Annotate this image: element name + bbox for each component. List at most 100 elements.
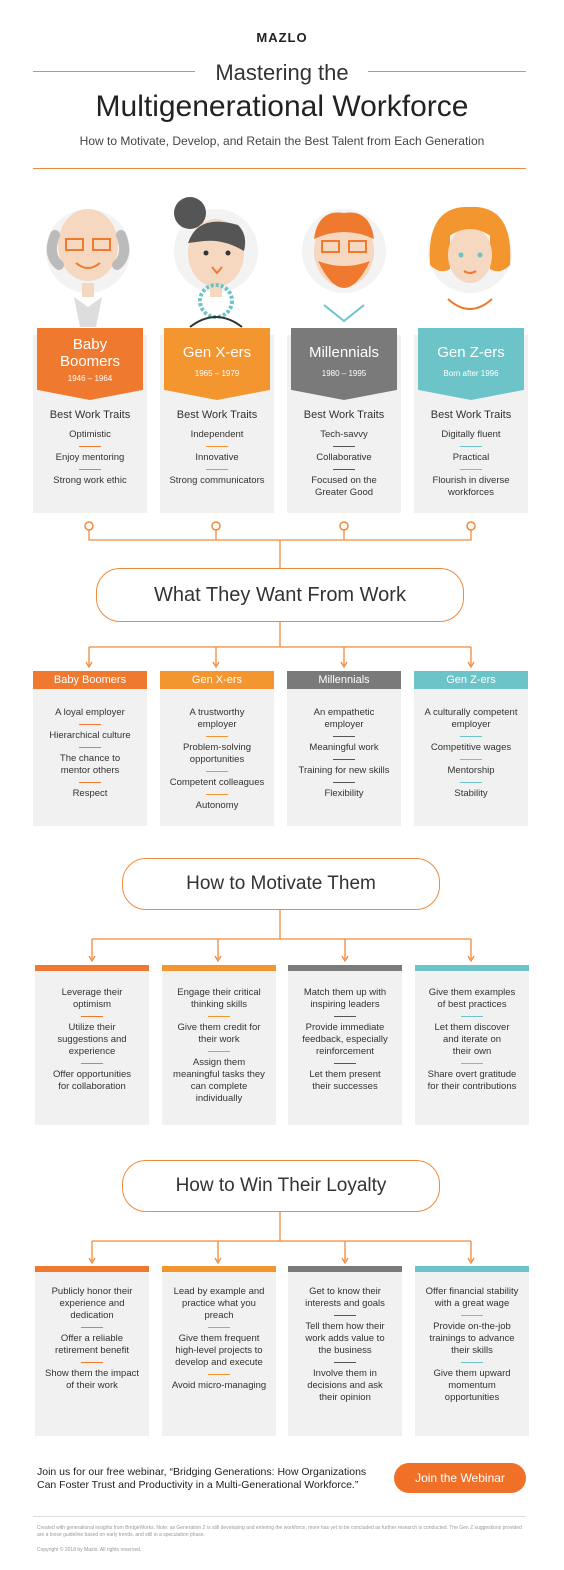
generation-name: Gen Z-ers (437, 344, 505, 361)
trait-item: Collaborative (316, 452, 372, 463)
divider (333, 736, 355, 737)
trait-item: Flourish in diverse workforces (432, 475, 510, 498)
divider (460, 736, 482, 737)
divider (333, 759, 355, 760)
divider (208, 1374, 230, 1375)
generation-banner-millennials: Millennials 1980 – 1995 (291, 328, 397, 400)
divider (206, 736, 228, 737)
divider (206, 446, 228, 447)
list-item: Let them discover and iterate on their o… (434, 1022, 510, 1057)
loyalty-card-genz: Offer financial stability with a great w… (415, 1266, 529, 1436)
color-bar (288, 965, 402, 971)
divider (81, 1362, 103, 1363)
trait-item: Enjoy mentoring (55, 452, 125, 463)
list-item: Offer opportunities for collaboration (53, 1069, 131, 1092)
loyalty-card-genx: Lead by example and practice what you pr… (162, 1266, 276, 1436)
divider (460, 759, 482, 760)
list-item: Publicly honor their experience and dedi… (51, 1286, 133, 1321)
list-item: Mentorship (447, 765, 495, 776)
trait-item: Strong work ethic (53, 475, 127, 486)
list-item: Competent colleagues (169, 777, 265, 788)
generation-name: Gen X-ers (182, 344, 252, 361)
list-item: Training for new skills (298, 765, 390, 776)
list-item: Give them examples of best practices (428, 987, 516, 1010)
want-card-boomers: Baby Boomers A loyal employer Hierarchic… (33, 671, 147, 826)
color-bar (415, 965, 529, 971)
generation-characters (46, 197, 512, 328)
list-item: Share overt gratitude for their contribu… (427, 1069, 517, 1092)
color-bar (162, 1266, 276, 1272)
list-item: Meaningful work (309, 742, 379, 753)
list-item: Let them present their successes (309, 1069, 381, 1092)
motivate-card-genx: Engage their critical thinking skills Gi… (162, 965, 276, 1125)
boomer-avatar-illustration (46, 209, 130, 327)
fine-print: Created with generational insights from … (37, 1525, 522, 1538)
join-webinar-button[interactable]: Join the Webinar (394, 1463, 526, 1493)
generation-banner-boomers: Baby Boomers 1946 – 1964 (37, 328, 143, 400)
want-card-genz: Gen Z-ers A culturally competent employe… (414, 671, 528, 826)
traits-title: Best Work Traits (176, 409, 258, 421)
list-item: Assign them meaningful tasks they can co… (173, 1057, 265, 1104)
color-bar (415, 1266, 529, 1272)
list-item: Engage their critical thinking skills (177, 987, 261, 1010)
list-item: Stability (454, 788, 488, 799)
want-card-label: Baby Boomers (33, 671, 147, 689)
list-item: Offer a reliable retirement benefit (55, 1333, 129, 1356)
divider (33, 1516, 526, 1517)
divider (208, 1051, 230, 1052)
connector-lines (88, 909, 475, 963)
list-item: A trustworthy employer (189, 707, 245, 730)
list-item: Competitive wages (430, 742, 512, 753)
list-item: Problem-solving opportunities (182, 742, 252, 765)
list-item: Give them upward momentum opportunities (433, 1368, 511, 1403)
generation-banner-genx: Gen X-ers 1965 – 1979 (164, 328, 270, 400)
divider (461, 1315, 483, 1316)
divider (79, 724, 101, 725)
want-card-label: Gen X-ers (160, 671, 274, 689)
page-title-line1: Mastering the (215, 60, 349, 85)
list-item: Give them frequent high-level projects t… (175, 1333, 263, 1368)
divider (81, 1063, 103, 1064)
generation-years: 1980 – 1995 (321, 369, 367, 378)
list-item: Give them credit for their work (177, 1022, 261, 1045)
want-card-millennials: Millennials An empathetic employer Meani… (287, 671, 401, 826)
divider (79, 446, 101, 447)
list-item: Respect (72, 788, 108, 799)
connector-lines (85, 621, 475, 669)
list-item: A culturally competent employer (424, 707, 518, 730)
generation-years: 1946 – 1964 (67, 374, 113, 383)
color-bar (35, 1266, 149, 1272)
divider (81, 1327, 103, 1328)
list-item: The chance to mentor others (59, 753, 121, 776)
list-item: Involve them in decisions and ask their … (307, 1368, 383, 1403)
trait-item: Digitally fluent (441, 429, 501, 440)
want-card-label: Millennials (287, 671, 401, 689)
list-item: Tell them how their work adds value to t… (305, 1321, 385, 1356)
divider (81, 1016, 103, 1017)
page-title-line2: Multigenerational Workforce (95, 90, 469, 123)
divider (333, 782, 355, 783)
motivate-card-boomers: Leverage their optimism Utilize their su… (35, 965, 149, 1125)
divider (79, 782, 101, 783)
section-title-loyalty: How to Win Their Loyalty (122, 1160, 440, 1212)
genx-avatar-illustration (174, 197, 258, 328)
trait-item: Strong communicators (169, 475, 265, 486)
generation-years: Born after 1996 (443, 369, 499, 378)
divider (334, 1362, 356, 1363)
want-card-genx: Gen X-ers A trustworthy employer Problem… (160, 671, 274, 826)
divider (333, 446, 355, 447)
list-item: Match them up with inspiring leaders (303, 987, 387, 1010)
traits-title: Best Work Traits (430, 409, 512, 421)
trait-item: Tech-savvy (320, 429, 368, 440)
divider (208, 1327, 230, 1328)
list-item: Autonomy (195, 800, 239, 811)
list-item: Offer financial stability with a great w… (425, 1286, 519, 1309)
divider (79, 747, 101, 748)
copyright: Copyright © 2018 by Mazlo. All rights re… (37, 1547, 142, 1553)
section-title-want: What They Want From Work (96, 568, 464, 622)
list-item: Leverage their optimism (61, 987, 123, 1010)
traits-title: Best Work Traits (303, 409, 385, 421)
list-item: Provide on-the-job trainings to advance … (429, 1321, 515, 1356)
divider (206, 794, 228, 795)
header-rule-right (368, 71, 526, 72)
